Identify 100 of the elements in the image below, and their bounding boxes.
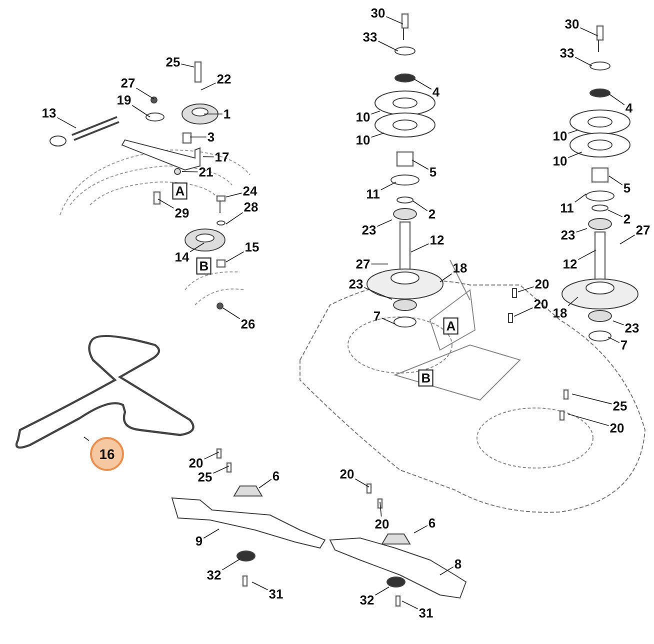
leader-line bbox=[158, 198, 174, 209]
leader-line bbox=[402, 600, 418, 610]
leader-line bbox=[190, 242, 204, 252]
callout-number: 21 bbox=[198, 166, 214, 178]
leader-line bbox=[608, 210, 623, 218]
leader-line bbox=[578, 250, 596, 260]
callout-number: 20 bbox=[534, 278, 550, 290]
leader-line bbox=[514, 307, 534, 317]
callout-number: 26 bbox=[240, 318, 256, 330]
leader-line bbox=[568, 414, 610, 426]
leader-line bbox=[132, 104, 150, 118]
callout-number: 13 bbox=[42, 106, 56, 120]
callout-number: 10 bbox=[356, 110, 370, 124]
callout-number: 30 bbox=[370, 6, 386, 20]
callout-number: 6 bbox=[272, 470, 280, 482]
callout-number: 12 bbox=[562, 258, 578, 270]
leader-line bbox=[190, 136, 207, 138]
callout-number: 25 bbox=[198, 470, 212, 484]
reference-letter: A bbox=[443, 318, 459, 334]
leader-line bbox=[440, 566, 454, 576]
leader-line bbox=[222, 558, 240, 570]
callout-number: 18 bbox=[452, 262, 468, 274]
callout-number: 31 bbox=[268, 588, 284, 600]
callout-number: 33 bbox=[362, 30, 378, 44]
callout-number: 23 bbox=[560, 228, 576, 242]
leader-line bbox=[226, 212, 244, 224]
leader-line bbox=[370, 132, 384, 138]
leader-line bbox=[222, 308, 240, 320]
callout-number: 9 bbox=[195, 534, 203, 548]
leader-line bbox=[380, 182, 396, 190]
callout-number: 20 bbox=[340, 468, 354, 480]
leader-line bbox=[574, 56, 592, 66]
callout-number: 30 bbox=[564, 18, 580, 30]
callout-number: 23 bbox=[362, 224, 376, 236]
leader-line bbox=[136, 88, 154, 100]
leader-line bbox=[608, 94, 625, 106]
callout-number: 23 bbox=[348, 278, 364, 290]
callout-number: 12 bbox=[430, 234, 444, 246]
leader-line bbox=[374, 586, 390, 596]
leader-line bbox=[252, 582, 268, 590]
leader-line bbox=[226, 251, 244, 262]
screw bbox=[508, 313, 513, 323]
callout-number: 18 bbox=[552, 306, 568, 320]
callout-number: 2 bbox=[428, 208, 436, 220]
leader-line bbox=[376, 219, 392, 227]
callout-number: 8 bbox=[454, 558, 462, 570]
callout-number: 6 bbox=[428, 516, 436, 530]
callout-number: 5 bbox=[429, 166, 437, 178]
callout-number: 24 bbox=[242, 184, 258, 198]
leader-line bbox=[612, 320, 624, 326]
leader-line bbox=[572, 394, 612, 404]
leader-line bbox=[56, 117, 76, 128]
callout-number: 27 bbox=[120, 76, 136, 90]
leader-line bbox=[568, 152, 582, 158]
callout-number: 5 bbox=[623, 182, 631, 194]
callout-number: 31 bbox=[418, 606, 434, 620]
bearing bbox=[588, 310, 612, 322]
callout-number: 28 bbox=[244, 200, 258, 214]
callout-number: 17 bbox=[214, 150, 230, 164]
leader-line bbox=[386, 16, 404, 24]
callout-number: 25 bbox=[166, 56, 180, 68]
leader-line bbox=[378, 40, 398, 52]
leader-line bbox=[354, 478, 370, 488]
leader-line bbox=[364, 287, 392, 300]
leader-line bbox=[200, 82, 216, 90]
leader-line bbox=[410, 243, 430, 252]
callout-number: 32 bbox=[206, 568, 222, 582]
callout-number: 25 bbox=[612, 400, 628, 412]
leader-line bbox=[370, 110, 380, 114]
highlighted-callout-number: 16 bbox=[90, 437, 124, 471]
leader-line bbox=[518, 286, 534, 292]
leader-line bbox=[258, 478, 272, 488]
callout-number: 2 bbox=[623, 212, 631, 226]
callout-number: 11 bbox=[560, 202, 574, 214]
leader-line bbox=[84, 436, 90, 442]
leader-line bbox=[608, 336, 620, 344]
callout-number: 10 bbox=[552, 130, 568, 142]
leader-line bbox=[182, 171, 198, 172]
callout-number: 32 bbox=[360, 594, 374, 606]
leader-line bbox=[203, 528, 220, 539]
callout-number: 23 bbox=[624, 322, 640, 334]
callout-number: 4 bbox=[625, 102, 633, 114]
callout-number: 20 bbox=[610, 422, 624, 434]
callout-number: 7 bbox=[620, 338, 628, 352]
callout-number: 11 bbox=[366, 188, 380, 200]
leader-line bbox=[202, 156, 214, 158]
leader-line bbox=[381, 318, 396, 324]
callout-number: 10 bbox=[552, 154, 568, 168]
callout-number: 20 bbox=[534, 298, 548, 310]
bearing bbox=[393, 208, 417, 220]
callout-number: 22 bbox=[216, 72, 232, 86]
callout-number: 27 bbox=[636, 224, 650, 236]
leader-line bbox=[180, 64, 194, 68]
callout-number: 27 bbox=[356, 258, 370, 270]
leader-line bbox=[212, 466, 230, 474]
leader-line bbox=[608, 176, 623, 186]
callout-number: 1 bbox=[223, 108, 231, 120]
callout-number: 4 bbox=[432, 86, 440, 98]
reference-letter: B bbox=[196, 258, 212, 274]
leader-line bbox=[204, 452, 220, 460]
